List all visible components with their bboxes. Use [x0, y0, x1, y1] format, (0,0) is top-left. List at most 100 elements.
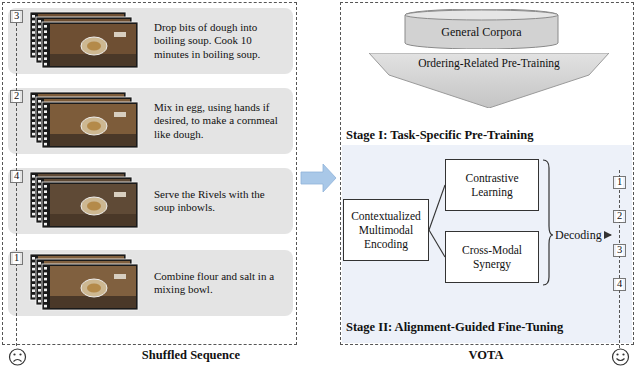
sprocket-hole [38, 218, 41, 221]
order-number: 3 [616, 245, 623, 256]
label-holder: VOTA [469, 348, 504, 363]
sprocket-hole [44, 41, 47, 44]
sprocket-hole [38, 25, 41, 28]
sprocket-hole [38, 289, 41, 292]
order-number: 3 [13, 11, 20, 22]
sprocket-hole [32, 213, 35, 216]
sprocket-hole [44, 132, 47, 135]
sad-face [10, 349, 26, 365]
film-frame [42, 102, 138, 148]
sprocket-hole [44, 223, 47, 226]
sprocket-hole [32, 257, 35, 260]
sprocket-hole [32, 202, 35, 205]
film-strip-illustration [8, 250, 293, 316]
film-strip-illustration [8, 168, 293, 234]
sprocket-hole [44, 278, 47, 281]
face-mouth [617, 359, 625, 361]
step-text: Mix in egg, using hands if desired, to m… [154, 101, 288, 141]
panel-heading: VOTA [469, 348, 504, 363]
sprocket-hole [38, 132, 41, 135]
sprocket-hole [44, 30, 47, 33]
text-holder: Drop bits of dough into boiling soup. Co… [154, 21, 288, 61]
sprocket-hole [38, 196, 41, 199]
box-text: Contrastive Learning [449, 171, 535, 199]
dashed-panel: VOTAStage I: Task-Specific Pre-TrainingG… [340, 2, 634, 345]
text-holder: Serve the Rivels with the soup inbowls. [154, 188, 288, 215]
sprocket-hole [32, 133, 35, 136]
order-number-box: 3 [613, 244, 626, 257]
sprocket-hole [38, 202, 41, 205]
stage-heading: Stage I: Task-Specific Pre-Training [346, 128, 533, 143]
step-card: Combine flour and salt in a mixing bowl.… [8, 250, 293, 316]
sprocket-hole [44, 299, 47, 302]
sprocket-hole [44, 201, 47, 204]
sprocket-hole [32, 207, 35, 210]
stage-band: Stage II: Alignment-Guided Fine-TuningCo… [342, 145, 632, 343]
sprocket-hole [32, 279, 35, 282]
photo-table [50, 296, 136, 308]
photo [50, 184, 136, 226]
step-text: Drop bits of dough into boiling soup. Co… [154, 21, 288, 61]
order-number-box: 1 [613, 176, 626, 189]
funnel-text: Ordering-Related Pre-Training [418, 57, 560, 69]
sprocket-hole [44, 305, 47, 308]
happy-face [613, 349, 629, 365]
sprocket-hole [32, 273, 35, 276]
sprocket-hole [38, 278, 41, 281]
sprocket-hole [32, 42, 35, 45]
sprocket-hole [32, 106, 35, 109]
panel-heading: Shuffled Sequence [142, 348, 240, 363]
connector-line [429, 185, 445, 230]
sprocket-hole [32, 127, 35, 130]
box-text: Contextualized Multimodal Encoding [347, 209, 425, 251]
photo [50, 104, 136, 146]
sprocket-hole [32, 122, 35, 125]
sprocket-hole [44, 185, 47, 188]
sprocket-hole [32, 180, 35, 183]
sprocket-hole [38, 267, 41, 270]
sprocket-hole [32, 197, 35, 200]
sprocket-hole [32, 100, 35, 103]
sprocket-hole [38, 273, 41, 276]
sprocket-hole [44, 143, 47, 146]
dashed-order-line [16, 23, 17, 348]
decoding-arrow [605, 234, 611, 235]
sprocket-hole [32, 289, 35, 292]
funnel-shape [369, 53, 609, 108]
sprocket-hole [32, 47, 35, 50]
order-number: 1 [13, 253, 20, 264]
sprocket-hole [38, 138, 41, 141]
sprocket-hole [38, 284, 41, 287]
sprocket-hole [44, 57, 47, 60]
photo-table [50, 214, 136, 226]
sprocket-hole [38, 207, 41, 210]
order-number-box: 2 [10, 90, 23, 103]
sprocket-hole [32, 15, 35, 18]
dashed-order-line [619, 170, 620, 348]
sprocket-hole [32, 262, 35, 265]
photo-utensil [114, 32, 126, 37]
photo [50, 266, 136, 308]
sprocket-hole [44, 272, 47, 275]
film-frame [42, 22, 138, 68]
photo-bowl [81, 117, 107, 135]
photo [50, 24, 136, 66]
sprocket-hole [38, 262, 41, 265]
order-number: 4 [13, 171, 20, 182]
box-text: Cross-Modal Synergy [449, 243, 535, 271]
step-text: Combine flour and salt in a mixing bowl. [154, 270, 288, 297]
photo-bowl [81, 279, 107, 297]
step-card: Serve the Rivels with the soup inbowls. 4 [8, 168, 293, 234]
text-holder: General Corpora [441, 25, 521, 40]
brace [543, 160, 553, 285]
face-eye [622, 353, 624, 355]
text-holder: Combine flour and salt in a mixing bowl. [154, 270, 288, 297]
label-holder: Stage I: Task-Specific Pre-Training [346, 128, 533, 143]
decoding-label: Decoding [555, 228, 602, 243]
order-number-box: 1 [10, 252, 23, 265]
sprocket-hole [44, 47, 47, 50]
face-eye [616, 353, 618, 355]
photo-food [87, 122, 101, 131]
process-box: Cross-Modal Synergy [445, 231, 539, 283]
